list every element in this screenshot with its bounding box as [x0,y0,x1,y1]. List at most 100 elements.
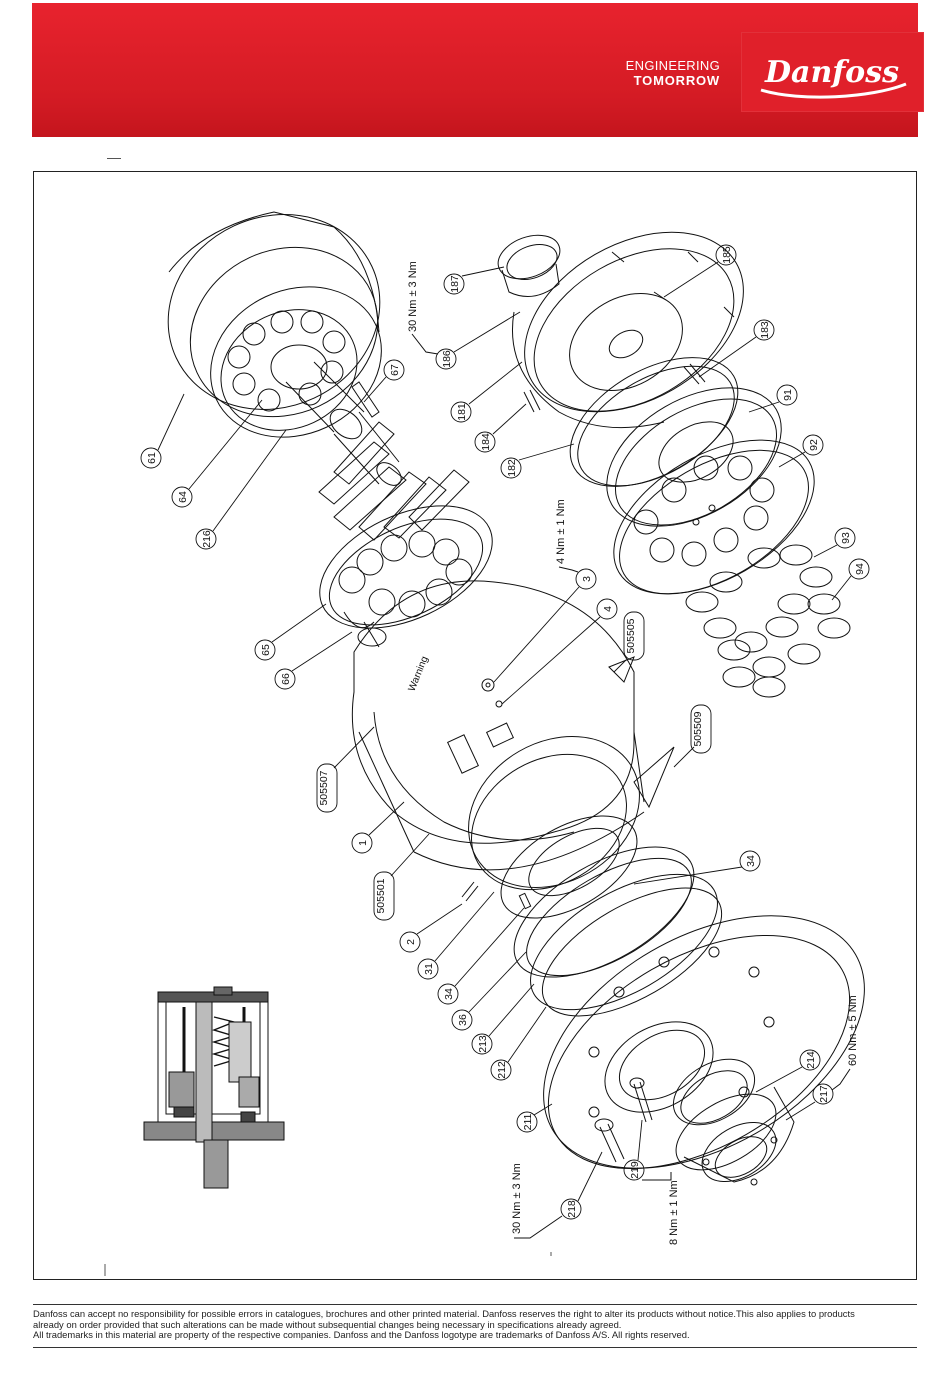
svg-text:182: 182 [506,459,518,477]
svg-text:213: 213 [477,1035,489,1053]
svg-text:185: 185 [721,246,733,264]
svg-text:92: 92 [808,439,820,451]
svg-text:61: 61 [146,452,158,464]
callout-186: 186 [435,311,521,370]
callout-61: 61 [140,393,185,469]
svg-text:214: 214 [805,1051,817,1069]
cover-assembly [672,1058,795,1186]
svg-text:217: 217 [818,1085,830,1103]
svg-text:505507: 505507 [318,770,330,805]
callout-184: 184 [474,403,527,453]
callout-505507: 505507 [316,726,375,813]
callout-217: 217 [785,1083,834,1121]
torque-cover: 60 Nm ± 5 Nm [831,995,859,1091]
svg-text:60 Nm ± 5 Nm: 60 Nm ± 5 Nm [847,995,859,1066]
svg-text:212: 212 [496,1061,508,1079]
svg-text:30 Nm ± 3 Nm: 30 Nm ± 3 Nm [407,261,419,332]
callout-216: 216 [195,429,287,550]
svg-text:216: 216 [201,530,213,548]
callout-505505: 505505 [613,611,645,673]
svg-text:8 Nm ± 1 Nm: 8 Nm ± 1 Nm [668,1180,680,1245]
svg-text:211: 211 [522,1113,534,1130]
callout-219: 219 [623,1119,645,1181]
piston-assembly [318,421,493,648]
callout-36: 36 [451,951,527,1031]
callout-213: 213 [471,983,535,1055]
svg-text:4 Nm ± 1 Nm: 4 Nm ± 1 Nm [555,499,567,564]
callout-91: 91 [748,384,798,413]
disclaimer-line2: already on order provided that such alte… [33,1318,622,1330]
svg-text:219: 219 [629,1161,641,1179]
cross-section-inset [143,986,285,1189]
tagline: ENGINEERING TOMORROW [596,58,720,88]
main-housing: Warning [351,580,675,891]
callout-505501: 505501 [373,833,430,921]
svg-text:183: 183 [759,321,771,339]
svg-text:505505: 505505 [625,618,637,653]
callout-185: 185 [663,244,737,298]
torque-end-cap: 30 Nm ± 3 Nm [407,261,439,355]
disclaimer-line1: Danfoss can accept no responsibility for… [33,1308,855,1319]
svg-text:218: 218 [566,1200,578,1218]
callout-3: 3 [493,568,597,683]
torque-flange-bolt: 30 Nm ± 3 Nm [511,1163,563,1239]
callout-2: 2 [399,903,463,953]
seal-stack [461,815,723,1017]
danfoss-logo-mark: Danfoss [760,55,907,99]
callout-31: 31 [417,891,495,980]
torque-housing-screw: 4 Nm ± 1 Nm [555,499,579,573]
exploded-view-frame: Warning [33,171,917,1280]
svg-text:94: 94 [854,563,866,575]
callout-34-bottom: 34 [437,907,525,1005]
logo-wordmark: Danfoss [764,55,899,90]
exploded-drawing: Warning [104,211,870,1276]
svg-text:1: 1 [357,840,369,846]
callout-92: 92 [778,434,824,468]
callout-212: 212 [490,1006,547,1081]
svg-text:34: 34 [745,855,757,867]
callout-94: 94 [831,558,870,601]
svg-text:4: 4 [602,606,614,612]
svg-text:64: 64 [177,491,189,503]
svg-text:67: 67 [389,364,401,376]
torque-annotations: 30 Nm ± 3 Nm 4 Nm ± 1 Nm 60 Nm ± 5 Nm 30… [407,261,859,1245]
svg-text:181: 181 [456,403,468,421]
callout-187: 187 [443,266,505,295]
svg-text:34: 34 [443,988,455,1000]
callout-182: 182 [500,443,575,479]
svg-text:30 Nm ± 3 Nm: 30 Nm ± 3 Nm [511,1163,523,1234]
disclaimer-line3: All trademarks in this material are prop… [33,1329,690,1341]
legal-disclaimer: Danfoss can accept no responsibility for… [33,1304,917,1348]
page-mark [107,158,121,159]
callout-218: 218 [560,1151,603,1220]
callout-34-top: 34 [633,850,761,885]
svg-text:187: 187 [449,275,461,293]
callout-67: 67 [363,359,405,403]
svg-text:3: 3 [581,576,593,582]
callout-93: 93 [813,527,856,558]
svg-text:91: 91 [782,389,794,401]
svg-text:505501: 505501 [375,878,387,913]
tagline-line2: TOMORROW [633,73,720,88]
end-cap-assembly [497,231,744,487]
tagline-line1: ENGINEERING [625,58,720,73]
cylinder-block-assembly [167,211,402,486]
callout-505509: 505509 [673,704,712,768]
svg-text:93: 93 [840,532,852,544]
callout-214: 214 [755,1049,821,1093]
header-banner: ENGINEERING TOMORROW Danfoss [32,3,924,137]
danfoss-logo: Danfoss [741,32,924,112]
svg-text:505509: 505509 [692,711,704,746]
svg-text:65: 65 [260,644,272,656]
o-ring-set [685,544,851,698]
svg-text:31: 31 [423,963,435,975]
callout-181: 181 [450,361,523,423]
housing-warning-label: Warning [407,655,431,693]
callout-211: 211 [516,1103,553,1133]
callout-183: 183 [698,319,775,378]
callout-4: 4 [501,598,618,705]
callout-66: 66 [274,631,353,690]
callout-1: 1 [351,801,405,854]
callout-65: 65 [254,603,327,661]
callout-64: 64 [171,399,263,508]
